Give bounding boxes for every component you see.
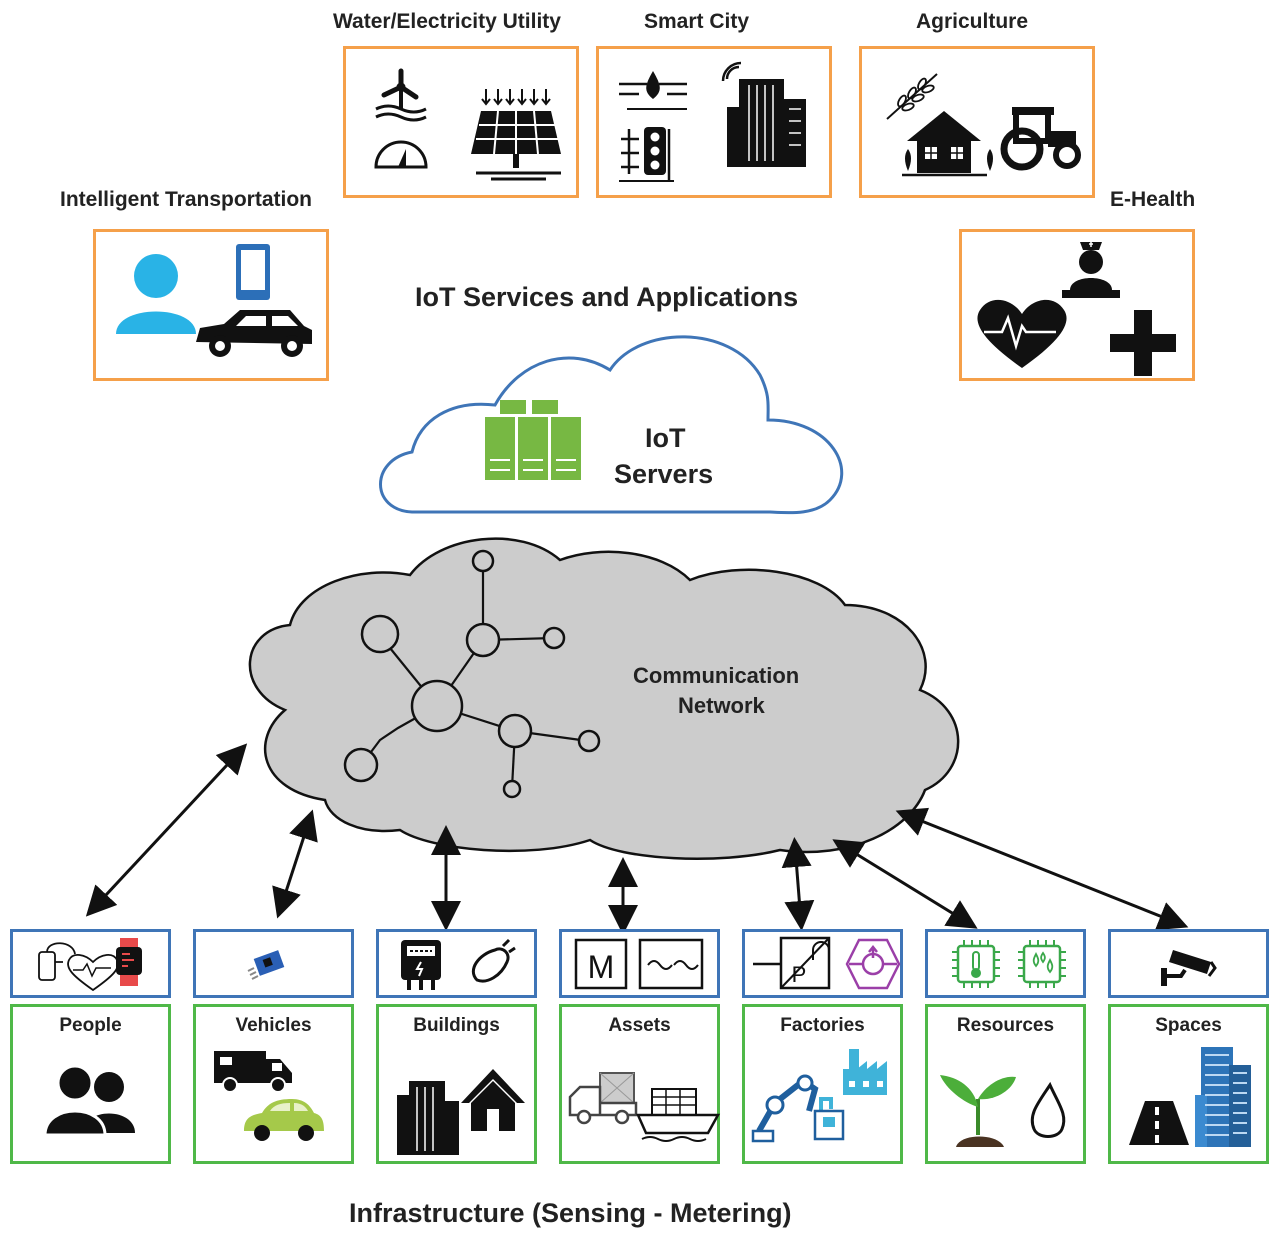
- medical-cross-icon: [1110, 310, 1176, 376]
- category-factories: Factories: [742, 1004, 903, 1164]
- category-vehicles: Vehicles: [193, 1004, 354, 1164]
- category-buildings: Buildings: [376, 1004, 537, 1164]
- buildings-icon: [397, 1069, 525, 1155]
- smartphone-icon: [236, 244, 270, 300]
- category-spaces: Spaces: [1108, 1004, 1269, 1164]
- car-icon: [196, 310, 312, 357]
- heading-iot-services: IoT Services and Applications: [415, 282, 799, 312]
- smart-meter-icon: [401, 938, 516, 990]
- label-water-electricity: Water/Electricity Utility: [333, 10, 561, 33]
- arrow-people: [85, 743, 248, 917]
- category-label-buildings: Buildings: [413, 1015, 500, 1036]
- arrow-vehicles: [272, 809, 318, 919]
- security-camera-icon: [1161, 950, 1217, 986]
- person-icon: [116, 254, 196, 334]
- category-label-resources: Resources: [956, 1015, 1055, 1036]
- vehicles-icon: [214, 1051, 324, 1141]
- gps-module-icon: [247, 950, 285, 980]
- factories-icon: [751, 1049, 887, 1143]
- people-icon: [43, 1064, 135, 1137]
- nurse-icon: [1062, 242, 1120, 298]
- label-agriculture: Agriculture: [916, 10, 1029, 33]
- transportation-box: [93, 229, 329, 381]
- heart-rate-icon: [977, 299, 1067, 368]
- sensor-box-resources: [925, 929, 1086, 998]
- wheat-icon: [886, 73, 938, 120]
- category-assets: Assets: [559, 1004, 721, 1164]
- category-label-assets: Assets: [608, 1015, 671, 1036]
- sensor-box-buildings: [376, 929, 537, 998]
- sensor-box-people: [10, 929, 171, 998]
- category-label-vehicles: Vehicles: [235, 1015, 312, 1036]
- spaces-icon: [1129, 1047, 1251, 1147]
- assets-icon: [568, 1072, 721, 1142]
- wearable-sensors-icon: [38, 938, 142, 992]
- pump-valve-icon: P: [753, 936, 901, 990]
- category-label-factories: Factories: [780, 1015, 865, 1036]
- network-label-line1: Communication: [633, 663, 800, 688]
- chip-sensors-icon: [952, 940, 1066, 988]
- motor-wave-icon: M: [574, 938, 704, 990]
- arrow-factories: [781, 837, 815, 931]
- gauge-icon: [374, 140, 428, 169]
- traffic-light-icon: [619, 127, 674, 182]
- sensor-box-vehicles: [193, 929, 354, 998]
- e-health-box: [959, 229, 1195, 381]
- farmhouse-icon: [902, 111, 993, 177]
- water-utility-box: [343, 46, 579, 198]
- water-drop-sensor-icon: [619, 71, 687, 110]
- category-people: People: [10, 1004, 171, 1164]
- category-resources: Resources: [925, 1004, 1086, 1164]
- solar-panel-icon: [471, 89, 561, 181]
- label-e-health: E-Health: [1110, 188, 1196, 211]
- motor-glyph: M: [588, 949, 615, 985]
- sensor-box-factories: P: [742, 929, 903, 998]
- arrow-spaces: [895, 807, 1189, 931]
- sensor-box-assets: M: [559, 929, 720, 998]
- pump-glyph: P: [792, 962, 807, 987]
- agriculture-box: [859, 46, 1095, 198]
- wind-turbine-icon: [375, 68, 427, 122]
- category-label-people: People: [59, 1015, 122, 1036]
- heading-infrastructure: Infrastructure (Sensing - Metering): [349, 1198, 792, 1228]
- resources-icon: [940, 1075, 1066, 1147]
- arrow-resources: [832, 839, 978, 929]
- tractor-icon: [1000, 107, 1081, 171]
- smart-building-icon: [721, 61, 806, 167]
- network-label-line2: Network: [678, 693, 765, 718]
- sensor-box-spaces: [1108, 929, 1269, 998]
- label-intelligent-transportation: Intelligent Transportation: [60, 188, 313, 211]
- label-smart-city: Smart City: [644, 10, 750, 33]
- smart-city-box: [596, 46, 832, 198]
- servers-label-line1: IoT: [645, 423, 686, 453]
- servers-label-line2: Servers: [614, 459, 714, 489]
- category-label-spaces: Spaces: [1155, 1015, 1222, 1036]
